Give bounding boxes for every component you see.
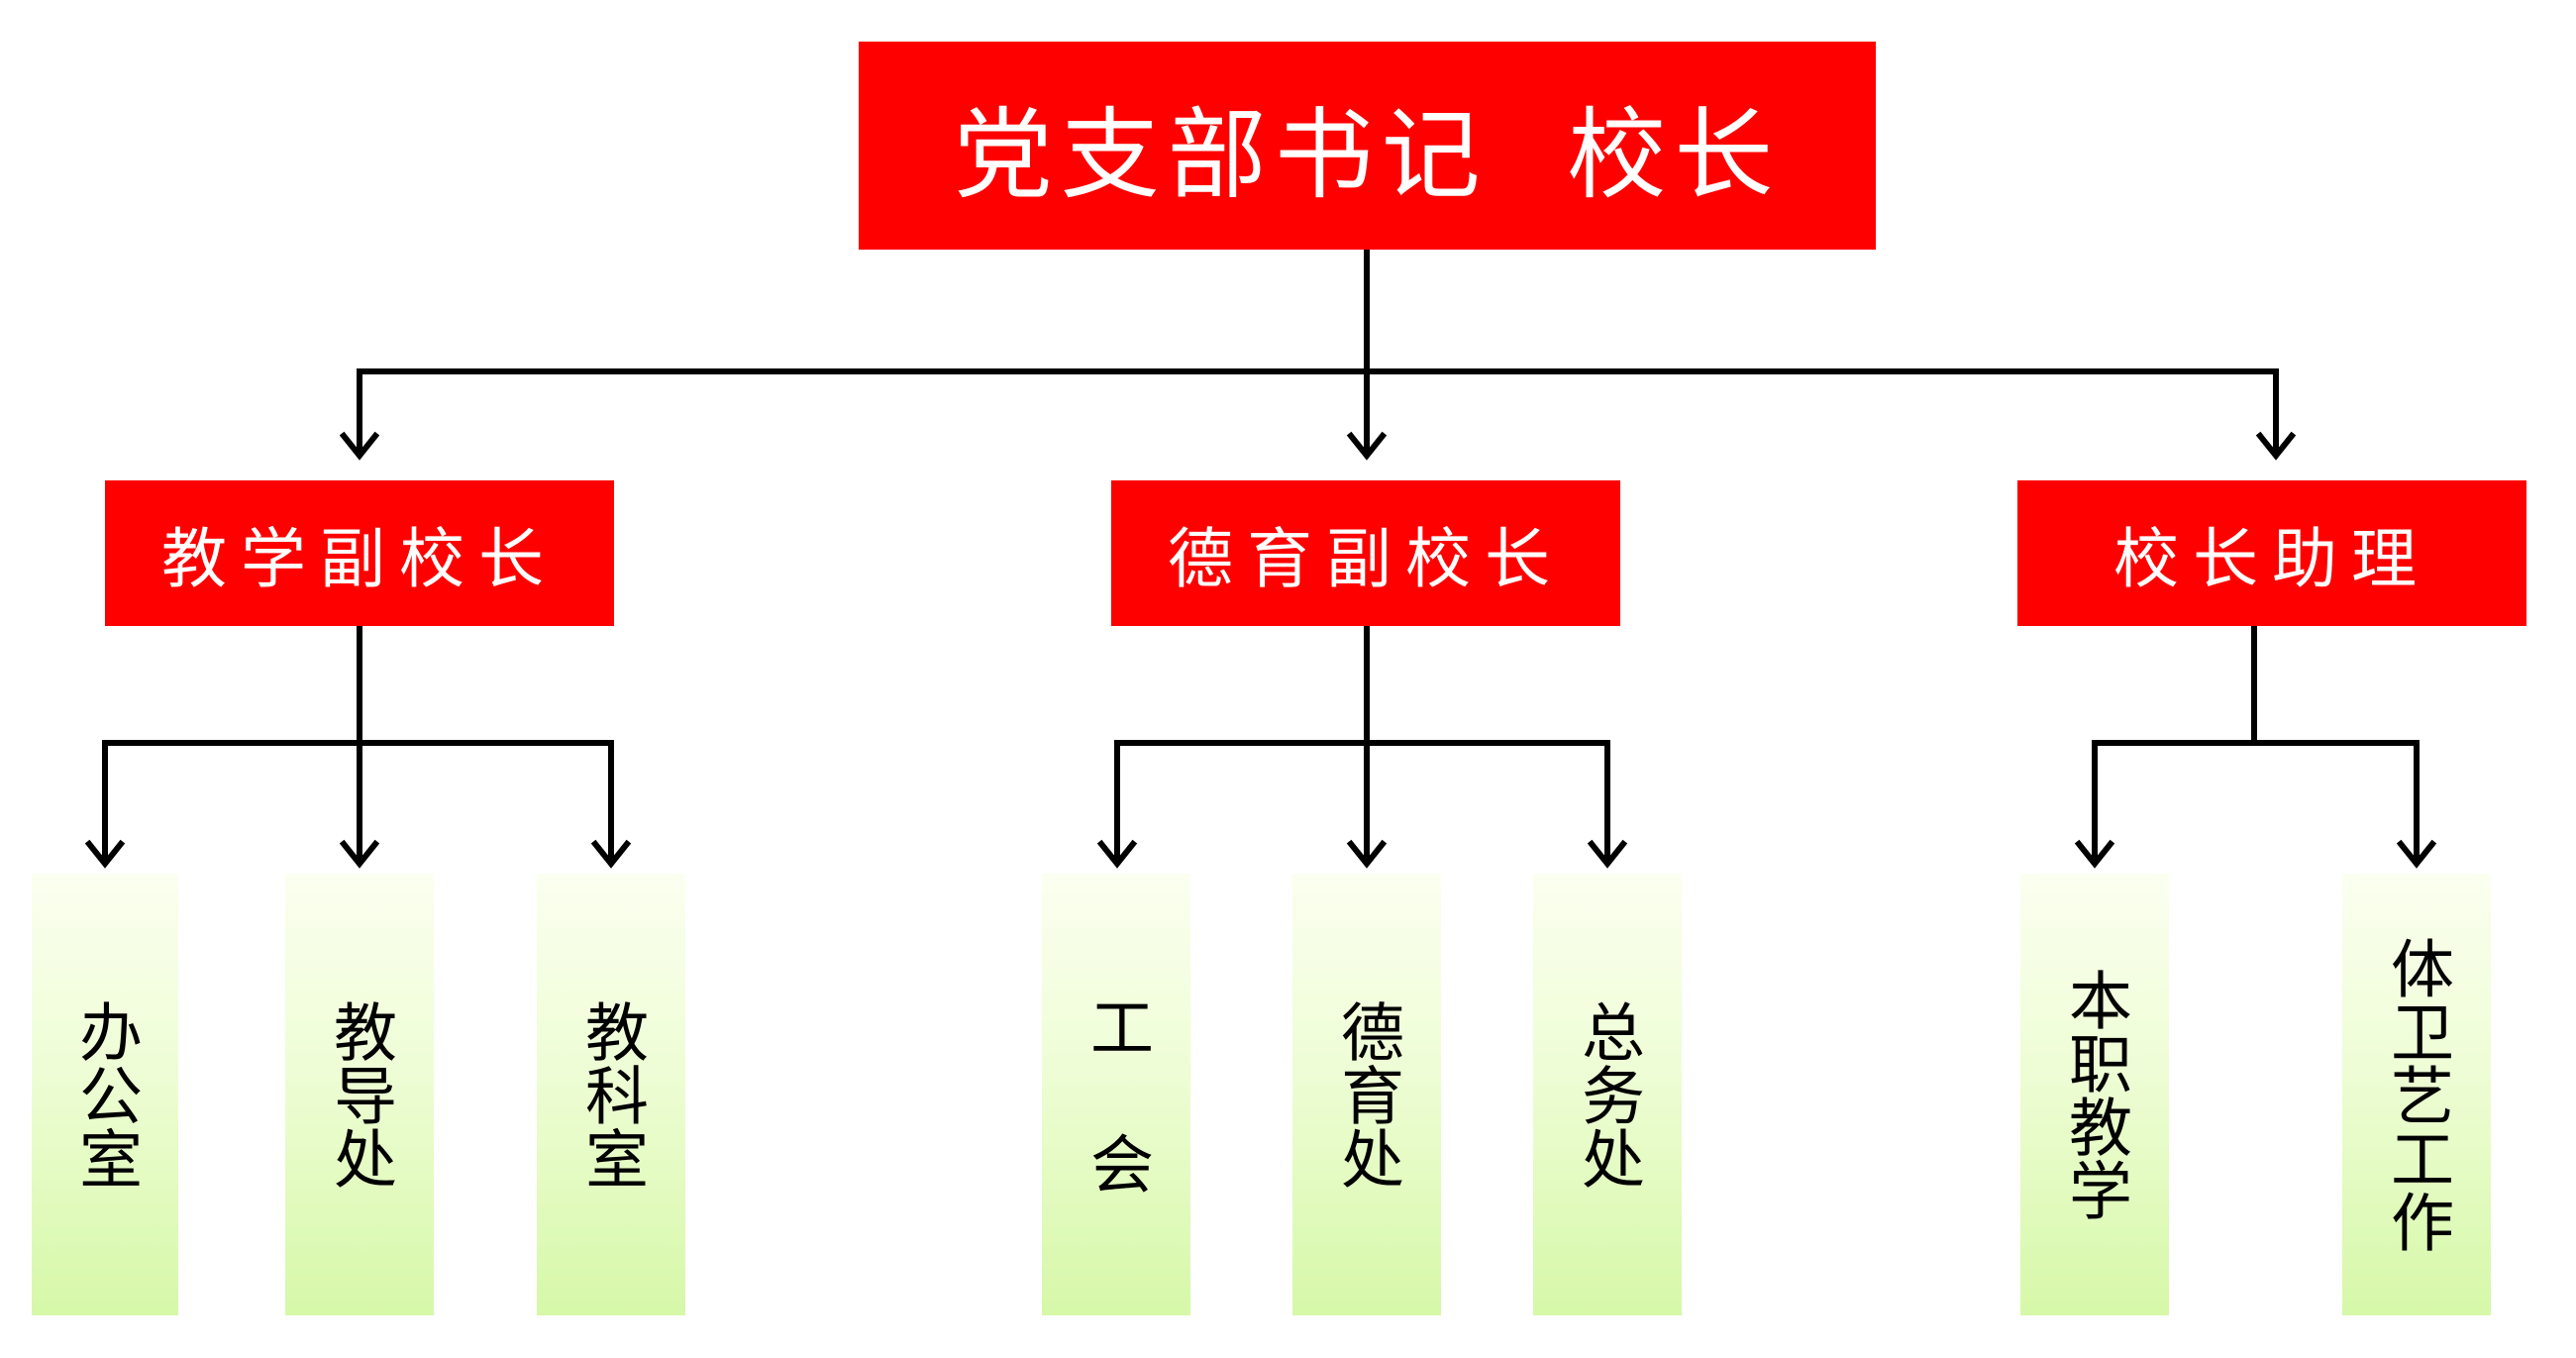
moral-vice-principal-label: 德育副校长 bbox=[1168, 520, 1564, 597]
arrow-union bbox=[1096, 839, 1138, 869]
academic-affairs-node: 教导处 bbox=[285, 874, 434, 1315]
arrow-general-affairs bbox=[1587, 839, 1628, 869]
arrow-assistant bbox=[2255, 431, 2297, 461]
arrow-research bbox=[590, 839, 632, 869]
research-office-label: 教科室 bbox=[574, 999, 648, 1190]
office-node: 办公室 bbox=[32, 874, 178, 1315]
arrow-moral-office bbox=[1346, 839, 1388, 869]
principal-assistant-label: 校长助理 bbox=[2113, 520, 2430, 597]
arrow-sports-arts bbox=[2396, 839, 2437, 869]
academic-affairs-label: 教导处 bbox=[323, 999, 396, 1190]
moral-education-office-node: 德育处 bbox=[1292, 874, 1441, 1315]
root-label: 党支部书记 校长 bbox=[953, 96, 1782, 213]
general-affairs-node: 总务处 bbox=[1533, 874, 1682, 1315]
research-office-node: 教科室 bbox=[537, 874, 685, 1315]
arrow-teaching-vp bbox=[339, 431, 380, 461]
teaching-vice-principal-label: 教学副校长 bbox=[161, 520, 558, 597]
sports-health-arts-label: 体卫艺工作 bbox=[2380, 936, 2453, 1253]
moral-education-office-label: 德育处 bbox=[1330, 999, 1403, 1190]
moral-vice-principal-node: 德育副校长 bbox=[1111, 480, 1620, 626]
teaching-duty-node: 本职教学 bbox=[2020, 874, 2169, 1315]
arrow-office bbox=[84, 839, 126, 869]
union-label: 工 会 bbox=[1080, 994, 1153, 1195]
general-affairs-label: 总务处 bbox=[1571, 999, 1644, 1190]
principal-assistant-node: 校长助理 bbox=[2017, 480, 2526, 626]
teaching-duty-label: 本职教学 bbox=[2058, 968, 2131, 1221]
union-node: 工 会 bbox=[1042, 874, 1190, 1315]
office-label: 办公室 bbox=[68, 999, 142, 1190]
arrow-academic bbox=[339, 839, 380, 869]
teaching-vice-principal-node: 教学副校长 bbox=[105, 480, 614, 626]
arrow-teaching-duty bbox=[2074, 839, 2115, 869]
root-node: 党支部书记 校长 bbox=[859, 42, 1876, 250]
arrow-moral-vp bbox=[1346, 431, 1388, 461]
sports-health-arts-node: 体卫艺工作 bbox=[2342, 874, 2491, 1315]
